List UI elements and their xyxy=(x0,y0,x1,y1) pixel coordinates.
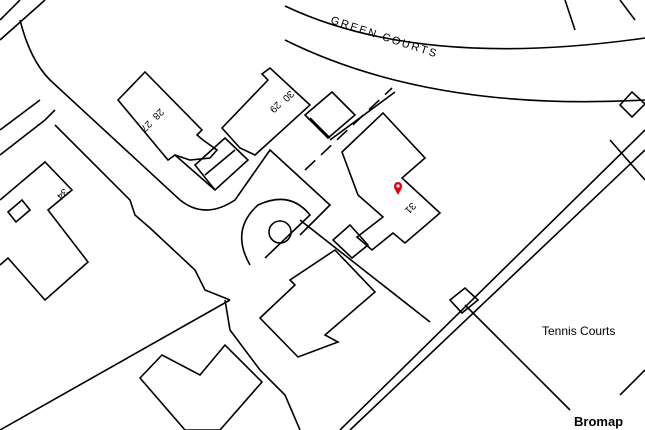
house-number-34: 34 xyxy=(54,186,70,202)
boundary-line xyxy=(564,0,576,31)
garages xyxy=(174,136,250,192)
bromap-logo: Bromap xyxy=(574,414,623,429)
house-number-27: 27 xyxy=(138,118,154,134)
plot-boundary xyxy=(299,219,431,323)
house-27-28 xyxy=(116,70,219,162)
plot-boundary xyxy=(609,139,645,181)
house-number-29: 29 xyxy=(267,99,283,115)
driveway-edge xyxy=(304,87,393,171)
house-number-31: 31 xyxy=(402,200,418,216)
plot-boundary xyxy=(349,149,645,430)
road-label: GREEN COURTS xyxy=(329,14,440,60)
house xyxy=(258,248,377,358)
house-number-28: 28 xyxy=(150,106,166,122)
road-edge-inner xyxy=(284,39,645,103)
house-34 xyxy=(0,160,90,302)
boundary-line xyxy=(619,0,636,21)
path-edge xyxy=(0,0,46,41)
turning-circle xyxy=(240,198,312,266)
roundabout-island xyxy=(268,220,292,244)
house-31 xyxy=(341,111,442,252)
house xyxy=(138,343,264,430)
outbuilding xyxy=(303,90,357,140)
access-road-edge xyxy=(19,19,332,236)
path-edge xyxy=(0,0,21,21)
tennis-courts-label: Tennis Courts xyxy=(542,324,615,338)
road-edge xyxy=(0,299,231,430)
house-29-30 xyxy=(220,66,312,156)
outbuilding xyxy=(618,90,645,119)
map-pin-icon[interactable] xyxy=(394,182,402,195)
plot-boundary xyxy=(339,129,645,430)
outbuilding xyxy=(6,198,32,224)
porch xyxy=(331,223,370,260)
path-edge xyxy=(0,109,56,156)
access-road-edge xyxy=(54,124,231,301)
road-edge xyxy=(224,299,301,430)
driveway-edge xyxy=(329,91,396,141)
gate xyxy=(448,286,480,315)
road-edge-outer xyxy=(284,5,645,50)
path-edge xyxy=(0,99,41,131)
tennis-court-boundary xyxy=(464,304,571,411)
tennis-court-boundary xyxy=(619,369,645,396)
